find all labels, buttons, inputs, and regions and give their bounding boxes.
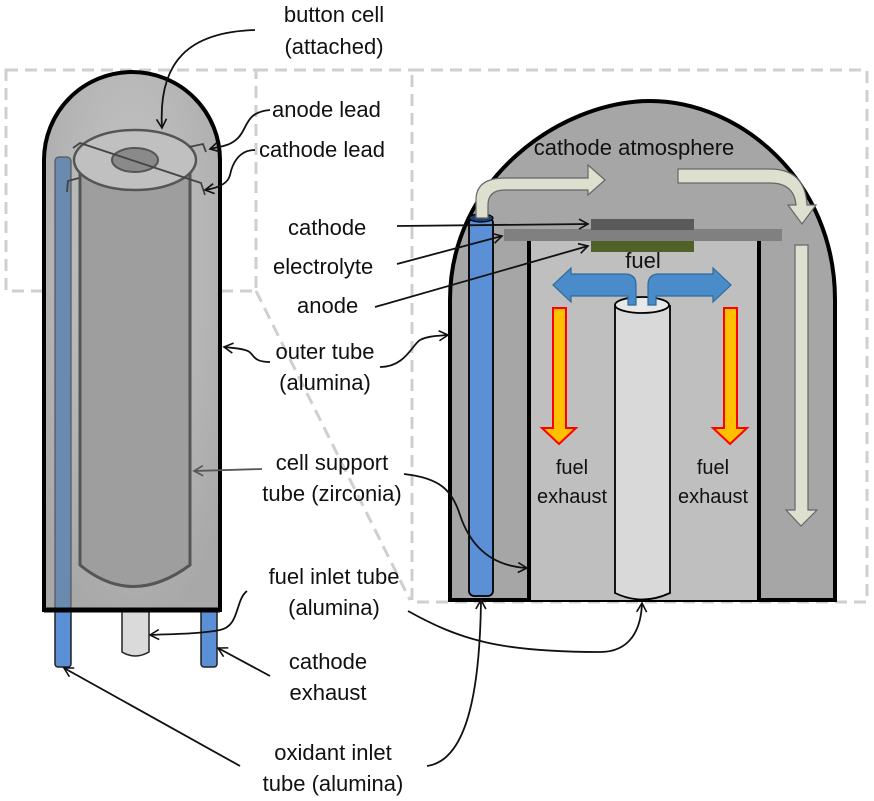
label-button-cell-line2: (attached) [284,34,383,59]
fuel-exhaust-arrow-right [710,307,750,446]
full-assembly-view [42,70,222,668]
fuel-exhaust-arrow-left [539,307,579,446]
label-outer-tube-line2: (alumina) [279,370,371,395]
label-cell-support-line2: tube (zirconia) [262,481,401,506]
leader-cell-support-left [192,465,263,477]
label-fuel: fuel [625,248,660,273]
label-fuel-exhaust-right-line2: exhaust [678,486,748,508]
leader-anode-lead [208,109,271,153]
label-button-cell-line1: button cell [284,2,384,27]
fuel-flow-arrow-right [647,266,732,306]
label-oxidant-inlet-line1: oxidant inlet [274,740,391,765]
oxidant-inlet-tube-stub [54,609,72,668]
fuel-tube-opening [614,296,670,314]
anode-lead-wire [188,142,207,153]
label-fuel-exhaust-right-line1: fuel [697,457,729,479]
leader-outer-tube-right [379,330,450,368]
leader-oxidant-inlet-left [62,667,241,767]
label-cathode: cathode [288,215,366,240]
leader-electrolyte [396,232,504,265]
cell-support-tube [78,160,192,588]
anode-layer [591,241,694,252]
cathode-lead-wire [66,177,80,193]
leader-cell-support-right [403,473,529,574]
label-electrolyte: electrolyte [273,254,373,279]
zoomed-fuel-inlet-tube [614,305,671,601]
label-outer-tube-line1: outer tube [275,339,374,364]
leader-cathode-lead [203,149,256,195]
leader-fuel-inlet-left [148,590,248,641]
leader-cathode-exhaust [216,647,271,677]
button-cell-center [111,147,159,173]
leader-cathode [396,218,590,230]
leader-button-cell [155,29,256,130]
air-flow-arrow-up [475,163,606,219]
label-fuel-exhaust-left-line2: exhaust [537,486,607,508]
zoom-connector-bottom [254,290,412,601]
label-anode: anode [297,293,358,318]
label-cathode-lead: cathode lead [259,137,385,162]
air-flow-arrow-down [784,244,819,527]
fuel-inlet-tube-stub [121,604,150,657]
leader-lines [62,29,648,767]
label-oxidant-inlet-line2: tube (alumina) [263,771,404,796]
oxidant-inlet-tube-inner [54,156,72,611]
electrolyte-layer [504,229,782,241]
label-cathode-exhaust-line1: cathode [289,649,367,674]
leader-anode [374,242,590,308]
lead-wire-diagonal [72,142,206,196]
labels: button cell (attached) anode lead cathod… [259,2,748,796]
fuel-flow-arrow-left [552,266,637,306]
label-fuel-exhaust-left-line1: fuel [556,457,588,479]
air-flow-arrow-curve-right [677,168,818,226]
label-anode-lead: anode lead [272,97,381,122]
cathode-exhaust-tube-stub [200,606,218,668]
cathode-layer [591,219,694,230]
zoomed-cell-view [448,98,837,602]
label-cathode-atmosphere: cathode atmosphere [534,135,735,160]
leader-oxidant-inlet-right [426,598,487,767]
label-cathode-exhaust-line2: exhaust [289,680,366,705]
label-cell-support-line1: cell support [276,450,389,475]
label-fuel-inlet-line2: (alumina) [288,595,380,620]
label-fuel-inlet-line1: fuel inlet tube [269,564,400,589]
leader-fuel-inlet-right [407,601,648,653]
leader-outer-tube-left [222,342,271,363]
